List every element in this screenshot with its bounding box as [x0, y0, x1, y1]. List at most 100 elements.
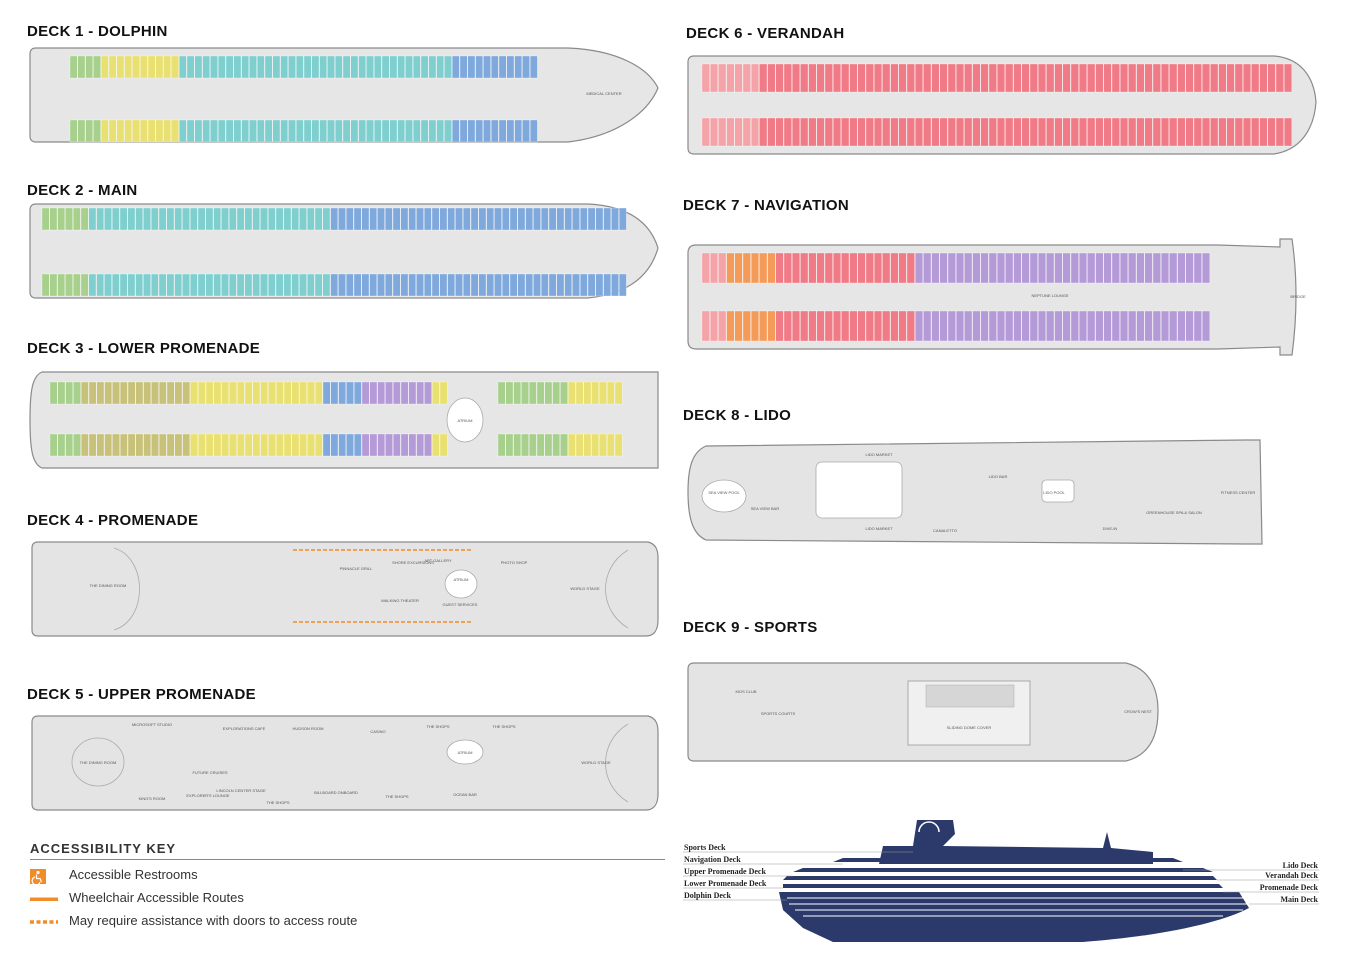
- cabin-block: [174, 273, 182, 297]
- cabin-block: [580, 273, 588, 297]
- cabin-block: [257, 55, 265, 79]
- cabin-block: [1210, 63, 1219, 93]
- cabin-block: [186, 55, 195, 79]
- cabin-block: [49, 273, 58, 297]
- deck-2-title: DECK 2 - MAIN: [27, 182, 138, 199]
- cabin-block: [783, 63, 792, 93]
- cabin-block: [276, 381, 284, 405]
- cabin-block: [718, 310, 727, 342]
- key-row-assistance: May require assistance with doors to acc…: [30, 910, 665, 933]
- cabin-block: [374, 55, 382, 79]
- cabin-block: [544, 381, 553, 405]
- cabin-block: [1103, 117, 1112, 147]
- cabin-block: [552, 381, 560, 405]
- cabin-block: [381, 55, 390, 79]
- cabin-block: [1275, 63, 1284, 93]
- cabin-block: [494, 273, 502, 297]
- cabin-block: [849, 310, 858, 342]
- cabin-block: [611, 207, 619, 231]
- cabin-block: [882, 310, 891, 342]
- cabin-block: [857, 117, 866, 147]
- cabin-block: [1136, 63, 1145, 93]
- deck-5-hull: MICROSOFT STUDIO EXPLORATIONS CAFE HUDSO…: [31, 715, 659, 811]
- cabin-block: [436, 55, 444, 79]
- cabin-block: [291, 207, 299, 231]
- cabin-block: [397, 119, 405, 143]
- cabin-block: [353, 273, 362, 297]
- lido-market-1-label: LIDO MARKET: [865, 452, 893, 457]
- cabin-block: [377, 207, 385, 231]
- cabin-block: [1161, 117, 1169, 147]
- cabin-block: [350, 119, 359, 143]
- cabin-block: [198, 381, 206, 405]
- cabin-block: [956, 252, 964, 284]
- deck-3-plan: ATRIUM: [28, 368, 660, 472]
- cabin-block: [88, 207, 97, 231]
- cabin-block: [155, 55, 164, 79]
- cabin-block: [1144, 63, 1153, 93]
- cabin-block: [972, 252, 981, 284]
- cabin-block: [205, 273, 214, 297]
- cabin-block: [718, 63, 727, 93]
- cabin-block: [1185, 63, 1194, 93]
- cabin-block: [385, 433, 393, 457]
- cabin-block: [491, 119, 499, 143]
- cabin-block: [603, 207, 611, 231]
- cabin-block: [529, 433, 537, 457]
- cabin-block: [710, 63, 718, 93]
- cabin-block: [1152, 310, 1161, 342]
- cabin-block: [1021, 310, 1030, 342]
- cabin-block: [1169, 252, 1178, 284]
- cabin-block: [272, 55, 281, 79]
- cabin-block: [619, 207, 627, 231]
- cabin-block: [88, 433, 97, 457]
- cabin-block: [108, 119, 117, 143]
- profile-promenade-deck: Promenade Deck: [1260, 883, 1319, 892]
- cabin-block: [890, 310, 899, 342]
- cabin-block: [439, 207, 448, 231]
- cabin-block: [49, 207, 58, 231]
- cabin-block: [127, 273, 136, 297]
- deck-9-title: DECK 9 - SPORTS: [683, 619, 818, 636]
- cabin-block: [611, 273, 619, 297]
- cabin-block: [132, 119, 140, 143]
- cabin-block: [988, 310, 997, 342]
- cabin-block: [1169, 63, 1178, 93]
- cabin-block: [931, 252, 940, 284]
- cabin-block: [882, 117, 891, 147]
- cabin-block: [283, 207, 292, 231]
- cabin-block: [143, 207, 151, 231]
- cabin-block: [127, 433, 136, 457]
- cabin-block: [956, 63, 964, 93]
- cabin-block: [783, 310, 792, 342]
- cabin-block: [96, 273, 104, 297]
- cabin-block: [767, 252, 776, 284]
- cabin-block: [956, 310, 964, 342]
- cabin-block: [572, 207, 580, 231]
- cabin-block: [69, 119, 78, 143]
- cabin-block: [560, 381, 568, 405]
- atrium-4-label: ATRIUM: [453, 577, 468, 582]
- dive-in-label: DIVE-IN: [1103, 526, 1118, 531]
- cabin-block: [314, 273, 323, 297]
- cabin-block: [225, 119, 234, 143]
- cabin-block: [444, 55, 452, 79]
- cabin-block: [171, 55, 179, 79]
- deck-8-plan: SEA VIEW POOL SEA VIEW BAR LIDO MARKET L…: [686, 436, 1264, 548]
- cabin-block: [816, 117, 825, 147]
- cabin-block: [210, 55, 218, 79]
- cabin-block: [1161, 252, 1169, 284]
- cabin-block: [849, 117, 858, 147]
- cabin-block: [96, 207, 104, 231]
- cabin-block: [236, 207, 245, 231]
- cabin-block: [229, 381, 237, 405]
- cabin-block: [330, 381, 339, 405]
- cabin-block: [1128, 117, 1137, 147]
- cabin-block: [816, 310, 825, 342]
- cabin-block: [366, 119, 374, 143]
- cabin-block: [591, 381, 599, 405]
- cabin-block: [467, 119, 476, 143]
- cabin-block: [299, 381, 307, 405]
- cabin-block: [1120, 117, 1128, 147]
- cabin-block: [112, 381, 120, 405]
